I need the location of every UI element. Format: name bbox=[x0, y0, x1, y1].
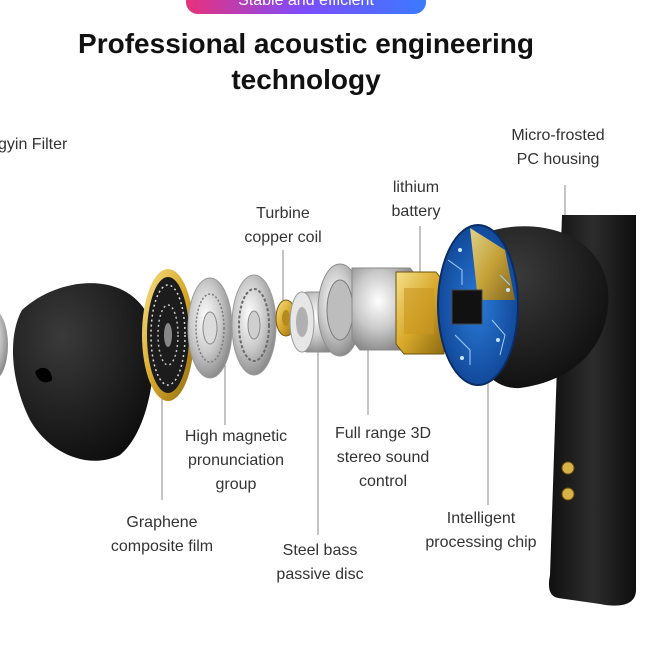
label-filter: gyin Filter bbox=[0, 136, 68, 153]
filter-mesh bbox=[0, 313, 8, 377]
label-magnetic-line-2: pronunciation bbox=[187, 452, 285, 469]
title-line-1: Professional acoustic engineering bbox=[78, 28, 534, 59]
label-sound-line-2: stereo sound bbox=[336, 449, 430, 466]
label-coil-line-1: Turbine bbox=[256, 205, 310, 222]
label-battery: lithium battery bbox=[366, 176, 466, 224]
title-line-2: technology bbox=[231, 64, 381, 95]
label-bass-line-1: Steel bass bbox=[282, 542, 358, 559]
label-chip-line-1: Intelligent bbox=[446, 510, 516, 527]
page-title: Professional acoustic engineering techno… bbox=[0, 26, 612, 98]
label-graphene-line-1: Graphene bbox=[126, 514, 198, 531]
label-chip-line-2: processing chip bbox=[425, 534, 537, 551]
label-bass-line-2: passive disc bbox=[276, 566, 364, 583]
label-magnetic-line-1: High magnetic bbox=[184, 428, 288, 445]
magnetic-disc-2 bbox=[231, 274, 277, 376]
label-chip: Intelligent processing chip bbox=[408, 507, 554, 555]
magnetic-disc-1 bbox=[187, 277, 233, 379]
label-magnetic-line-3: group bbox=[215, 476, 257, 493]
label-sound-line-1: Full range 3D bbox=[334, 425, 432, 442]
processing-chip-pcb bbox=[437, 224, 519, 386]
label-coil: Turbine copper coil bbox=[228, 202, 338, 250]
label-coil-line-2: copper coil bbox=[244, 229, 322, 246]
lithium-battery bbox=[395, 271, 445, 355]
label-sound-line-3: control bbox=[358, 473, 408, 490]
label-sound: Full range 3D stereo sound control bbox=[318, 422, 448, 494]
banner-text: Stable and efficient bbox=[238, 0, 374, 9]
label-bass: Steel bass passive disc bbox=[260, 539, 380, 587]
label-battery-line-2: battery bbox=[391, 203, 441, 220]
label-graphene-line-2: composite film bbox=[110, 538, 214, 555]
steel-bass-disc bbox=[289, 263, 363, 357]
label-battery-line-1: lithium bbox=[392, 179, 440, 196]
front-shell bbox=[12, 283, 154, 461]
top-banner: Stable and efficient bbox=[186, 0, 426, 14]
label-housing-line-2: PC housing bbox=[516, 151, 600, 168]
label-magnetic: High magnetic pronunciation group bbox=[166, 425, 306, 497]
shell-vent-slot bbox=[35, 367, 52, 383]
label-housing-line-1: Micro-frosted bbox=[511, 127, 605, 144]
graphene-film bbox=[142, 269, 194, 401]
label-housing: Micro-frosted PC housing bbox=[498, 124, 618, 172]
label-graphene: Graphene composite film bbox=[92, 511, 232, 559]
